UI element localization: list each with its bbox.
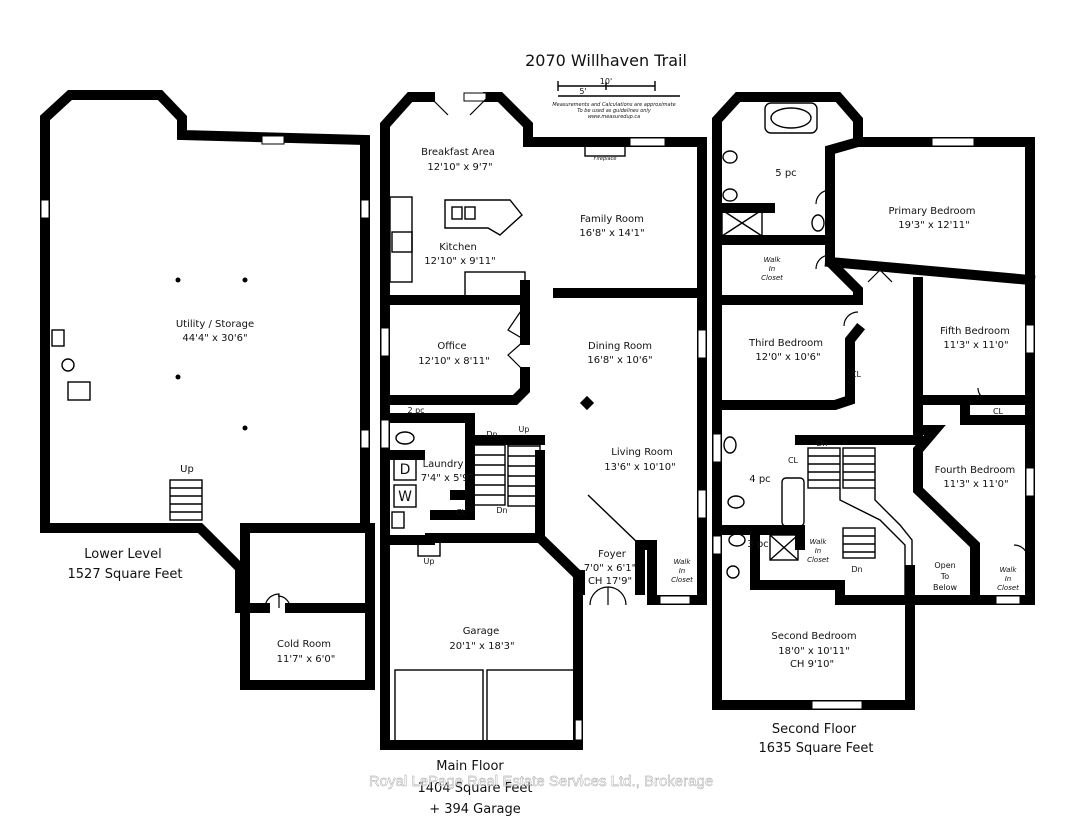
disclaimer-line-2: To be used as guidelines only	[577, 108, 652, 114]
scale-label-10: 10'	[600, 77, 612, 86]
fourth-bedroom-dim: 11'3" x 11'0"	[943, 479, 1008, 490]
utility-storage-label: Utility / Storage	[176, 319, 254, 330]
fireplace-label: Fireplace	[594, 156, 617, 162]
five-pc-label: 5 pc	[775, 168, 796, 179]
second-bedroom-label: Second Bedroom	[771, 631, 856, 642]
primary-bedroom-dim: 19'3" x 12'11"	[898, 220, 970, 231]
washer-label: W	[398, 489, 412, 505]
fifth-bedroom-label: Fifth Bedroom	[940, 326, 1010, 337]
foyer-dim: 7'0" x 6'1"	[584, 563, 636, 574]
garage-label: Garage	[463, 626, 500, 637]
main-cl-label: CL	[456, 508, 467, 517]
third-bedroom-label: Third Bedroom	[748, 338, 823, 349]
fourth-cl-label: CL	[788, 456, 799, 465]
second-walk-in-line-3: Closet	[761, 274, 783, 282]
fourth-walk-in-line-1: Walk	[1000, 566, 1018, 574]
primary-bedroom-label: Primary Bedroom	[888, 206, 975, 217]
laundry-label: Laundry	[423, 459, 464, 470]
living-room-dim: 13'6" x 10'10"	[604, 462, 676, 473]
lower-level-area: 1527 Square Feet	[68, 567, 183, 582]
family-room-dim: 16'8" x 14'1"	[579, 228, 644, 239]
fourth-walk-in-line-2: In	[1005, 575, 1012, 583]
three-pc-label: 3 pc	[747, 539, 768, 550]
disclaimer-line-3: www.measuredup.ca	[588, 114, 640, 120]
third-cl-label: CL	[851, 370, 862, 379]
plan-title: 2070 Willhaven Trail	[525, 51, 687, 70]
breakfast-dim: 12'10" x 9'7"	[427, 162, 492, 173]
kitchen-dim: 12'10" x 9'11"	[424, 256, 496, 267]
two-pc-label: 2 pc	[407, 406, 424, 415]
second-walk-in-b-line-1: Walk	[810, 538, 828, 546]
second-floor-dn-2: Dn	[851, 565, 862, 574]
main-walk-in-line-1: Walk	[674, 558, 692, 566]
dryer-label: D	[400, 462, 411, 478]
second-walk-in-line-2: In	[769, 265, 776, 273]
cold-room-dim: 11'7" x 6'0"	[277, 654, 336, 665]
lower-level-up: Up	[180, 464, 194, 475]
dining-room-dim: 16'8" x 10'6"	[587, 355, 652, 366]
main-dn2-label: Dn	[496, 506, 507, 515]
main-up2-label: Up	[424, 557, 435, 566]
living-room-label: Living Room	[611, 447, 672, 458]
second-bedroom-dim: 18'0" x 10'11"	[778, 646, 850, 657]
lower-level-plan	[40, 90, 375, 690]
second-floor-dn: Dn	[816, 439, 827, 448]
foyer-ch: CH 17'9"	[588, 576, 632, 587]
scale-bar: 10' 5'	[557, 77, 680, 97]
fifth-cl-label: CL	[993, 407, 1004, 416]
foyer-label: Foyer	[598, 549, 627, 560]
second-floor-title: Second Floor	[772, 722, 857, 737]
garage-dim: 20'1" x 18'3"	[449, 641, 514, 652]
main-floor-garage-area: + 394 Garage	[429, 802, 521, 817]
lower-level-title: Lower Level	[84, 547, 161, 562]
scale-label-5: 5'	[579, 87, 586, 96]
open-to-below-line-3: Below	[933, 583, 958, 592]
cold-room-label: Cold Room	[277, 639, 331, 650]
open-to-below-line-1: Open	[934, 561, 955, 570]
breakfast-label: Breakfast Area	[421, 147, 495, 158]
office-label: Office	[437, 341, 466, 352]
third-bedroom-dim: 12'0" x 10'6"	[755, 352, 820, 363]
four-pc-label: 4 pc	[749, 474, 770, 485]
second-walk-in-line-1: Walk	[764, 256, 782, 264]
main-floor-area: 1404 Square Feet	[418, 781, 533, 796]
second-walk-in-b-line-3: Closet	[807, 556, 829, 564]
second-floor-area: 1635 Square Feet	[759, 741, 874, 756]
fifth-bedroom-dim: 11'3" x 11'0"	[943, 340, 1008, 351]
fourth-walk-in-line-3: Closet	[997, 584, 1019, 592]
second-walk-in-b-line-2: In	[815, 547, 822, 555]
utility-storage-dim: 44'4" x 30'6"	[182, 333, 247, 344]
disclaimer-line-1: Measurements and Calculations are approx…	[552, 102, 675, 108]
main-walk-in-line-3: Closet	[671, 576, 693, 584]
main-up-label: Up	[519, 425, 530, 434]
dining-room-label: Dining Room	[588, 341, 652, 352]
main-walk-in-line-2: In	[679, 567, 686, 575]
main-floor-plan	[380, 92, 707, 750]
main-dn-label: Dn	[486, 430, 497, 439]
main-floor-title: Main Floor	[436, 759, 504, 774]
open-to-below-line-2: To	[940, 572, 950, 581]
office-dim: 12'10" x 8'11"	[418, 356, 490, 367]
brokerage-watermark: Royal LePage Real Estate Services Ltd., …	[369, 773, 713, 790]
second-floor-plan	[712, 92, 1036, 710]
fourth-bedroom-label: Fourth Bedroom	[935, 465, 1016, 476]
second-bedroom-ch: CH 9'10"	[790, 659, 834, 670]
family-room-label: Family Room	[580, 214, 644, 225]
laundry-dim: 7'4" x 5'9"	[421, 473, 473, 484]
kitchen-label: Kitchen	[439, 242, 477, 253]
